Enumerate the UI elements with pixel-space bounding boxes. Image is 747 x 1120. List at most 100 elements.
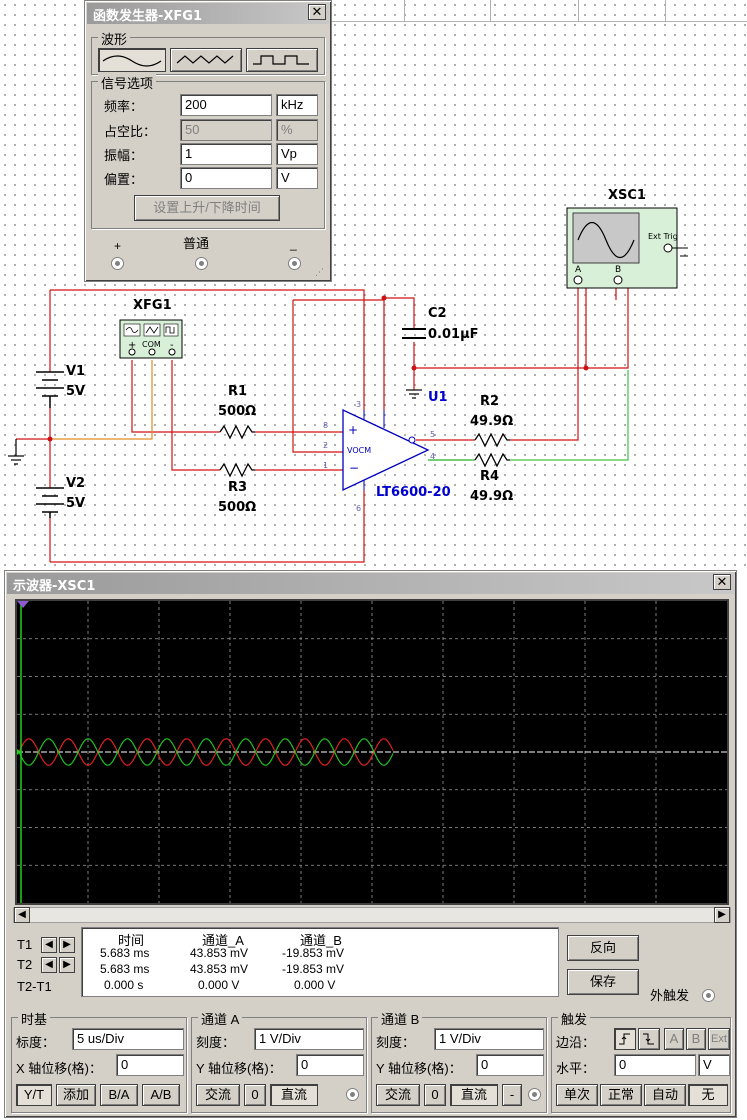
falling-edge-icon	[643, 1033, 654, 1045]
normal-trigger-button[interactable]: 正常	[600, 1084, 642, 1106]
v2-name: V2	[66, 476, 86, 491]
function-generator-window[interactable]: 函数发生器-XFG1 ✕ 波形 信号选项 频率： 200 kHz 占空比： 50…	[84, 0, 332, 282]
schematic-wires: + −	[8, 207, 688, 563]
scope-scrollbar[interactable]: ◀ ▶	[13, 907, 731, 923]
timebase-scale-input[interactable]: 5 us/Div	[72, 1028, 184, 1050]
single-trigger-button[interactable]: 单次	[556, 1084, 598, 1106]
trigger-edge-label: 边沿：	[556, 1035, 596, 1050]
xsc1-a: A	[575, 265, 582, 275]
offset-input[interactable]: 0	[180, 167, 272, 189]
v2-value: 5V	[66, 496, 86, 511]
channel-b-zero-button[interactable]: 0	[424, 1084, 446, 1106]
t1-left-arrow-icon[interactable]: ◀	[41, 937, 57, 953]
terminal-common-connector[interactable]	[195, 257, 208, 270]
r3-value: 500Ω	[218, 500, 257, 515]
r1-name: R1	[228, 384, 248, 399]
r4-name: R4	[480, 469, 500, 484]
frequency-input[interactable]: 200	[180, 94, 272, 116]
readout-header-b: 通道_B	[300, 933, 342, 948]
channel-a-zero-button[interactable]: 0	[244, 1084, 266, 1106]
signal-options-title: 信号选项	[98, 73, 157, 92]
t1-label: T1	[17, 937, 33, 952]
scope-screen[interactable]	[15, 599, 729, 905]
falling-edge-button[interactable]	[638, 1028, 660, 1050]
frequency-unit[interactable]: kHz	[276, 94, 318, 116]
pin-6: 6	[356, 504, 362, 513]
cursor-t1-handle-icon[interactable]	[17, 601, 29, 608]
terminal-minus-connector[interactable]	[288, 257, 301, 270]
add-mode-button[interactable]: 添加	[56, 1084, 96, 1106]
pin-1: 1	[323, 461, 329, 470]
yt-mode-button[interactable]: Y/T	[16, 1084, 52, 1106]
trigger-group: 触发 边沿： A B Ext 水平： 0 V 单次 正常 自动 无	[551, 1009, 731, 1113]
channel-b-invert-button[interactable]: -	[502, 1084, 522, 1106]
frequency-label: 频率：	[104, 99, 144, 114]
resize-grip-icon[interactable]: ⋰	[315, 267, 324, 277]
channel-a-trace	[18, 738, 394, 766]
amplitude-label: 振幅：	[104, 148, 144, 163]
t2-left-arrow-icon[interactable]: ◀	[41, 957, 57, 973]
scope-titlebar[interactable]: 示波器-XSC1	[7, 573, 734, 594]
square-wave-icon	[253, 55, 309, 65]
ab-mode-button[interactable]: A/B	[142, 1084, 180, 1106]
readout-header-a: 通道_A	[202, 933, 244, 948]
scroll-left-icon[interactable]: ◀	[14, 907, 30, 923]
terminal-minus-label: _	[290, 237, 297, 251]
xsc1-ext-trig: Ext Trig	[648, 232, 678, 241]
r1-value: 500Ω	[218, 404, 257, 419]
scope-close-button[interactable]: ✕	[713, 574, 731, 590]
duty-cycle-label: 占空比：	[104, 124, 157, 139]
oscilloscope-window[interactable]: 示波器-XSC1 ✕ ◀ ▶ T1 ◀ ▶ T2 ◀ ▶ T2-T1 时间 通道…	[4, 570, 737, 1118]
reverse-button[interactable]: 反向	[567, 935, 639, 961]
channel-b-connector[interactable]	[528, 1088, 541, 1101]
channel-b-scale-input[interactable]: 1 V/Div	[434, 1028, 544, 1050]
trigger-source-ext-button[interactable]: Ext	[708, 1028, 730, 1050]
t1-right-arrow-icon[interactable]: ▶	[59, 937, 75, 953]
timebase-group: 时基 标度： 5 us/Div X 轴位移(格)： 0 Y/T 添加 B/A A…	[11, 1009, 187, 1113]
fg-close-button[interactable]: ✕	[308, 4, 326, 20]
t2-right-arrow-icon[interactable]: ▶	[59, 957, 75, 973]
trigger-source-a-button[interactable]: A	[664, 1028, 684, 1050]
channel-a-dc-button[interactable]: 直流	[270, 1084, 318, 1106]
offset-unit[interactable]: V	[276, 167, 318, 189]
ext-trigger-label: 外触发	[650, 988, 690, 1003]
c2-value: 0.01µF	[428, 327, 479, 342]
square-wave-button[interactable]	[246, 48, 318, 72]
trigger-level-unit[interactable]: V	[698, 1054, 730, 1076]
terminal-common-label: 普通	[183, 236, 210, 251]
x-position-input[interactable]: 0	[116, 1054, 184, 1076]
v1-value: 5V	[66, 384, 86, 399]
v1-name: V1	[66, 364, 86, 379]
ba-mode-button[interactable]: B/A	[100, 1084, 138, 1106]
amplitude-unit[interactable]: Vp	[276, 143, 318, 165]
ext-trigger-connector[interactable]	[702, 989, 715, 1002]
save-button[interactable]: 保存	[567, 969, 639, 995]
scope-title: 示波器-XSC1	[13, 579, 96, 594]
channel-b-ypos-input[interactable]: 0	[476, 1054, 544, 1076]
channel-b-title: 通道 B	[378, 1009, 423, 1028]
fg-titlebar[interactable]: 函数发生器-XFG1	[87, 3, 329, 24]
terminal-plus-connector[interactable]	[111, 257, 124, 270]
sine-wave-button[interactable]	[98, 48, 166, 72]
triangle-wave-icon	[176, 55, 234, 64]
auto-trigger-button[interactable]: 自动	[644, 1084, 686, 1106]
channel-b-dc-button[interactable]: 直流	[450, 1084, 498, 1106]
opamp-vocm: VOCM	[347, 446, 372, 455]
triangle-wave-button[interactable]	[170, 48, 242, 72]
channel-a-scale-label: 刻度：	[196, 1035, 236, 1050]
trigger-level-input[interactable]: 0	[614, 1054, 696, 1076]
trigger-source-b-button[interactable]: B	[686, 1028, 706, 1050]
channel-b-group: 通道 B 刻度： 1 V/Div Y 轴位移(格)： 0 交流 0 直流 -	[371, 1009, 547, 1113]
channel-a-scale-input[interactable]: 1 V/Div	[254, 1028, 364, 1050]
readout-header-time: 时间	[118, 933, 145, 948]
scroll-right-icon[interactable]: ▶	[714, 907, 730, 923]
xsc1-b: B	[615, 265, 622, 275]
channel-a-connector[interactable]	[346, 1088, 359, 1101]
channel-b-ac-button[interactable]: 交流	[376, 1084, 420, 1106]
rising-edge-button[interactable]	[614, 1028, 636, 1050]
t2-t1-time-value: 0.000 s	[104, 978, 144, 992]
channel-a-ypos-input[interactable]: 0	[296, 1054, 364, 1076]
none-trigger-button[interactable]: 无	[688, 1084, 728, 1106]
channel-a-ac-button[interactable]: 交流	[196, 1084, 240, 1106]
amplitude-input[interactable]: 1	[180, 143, 272, 165]
